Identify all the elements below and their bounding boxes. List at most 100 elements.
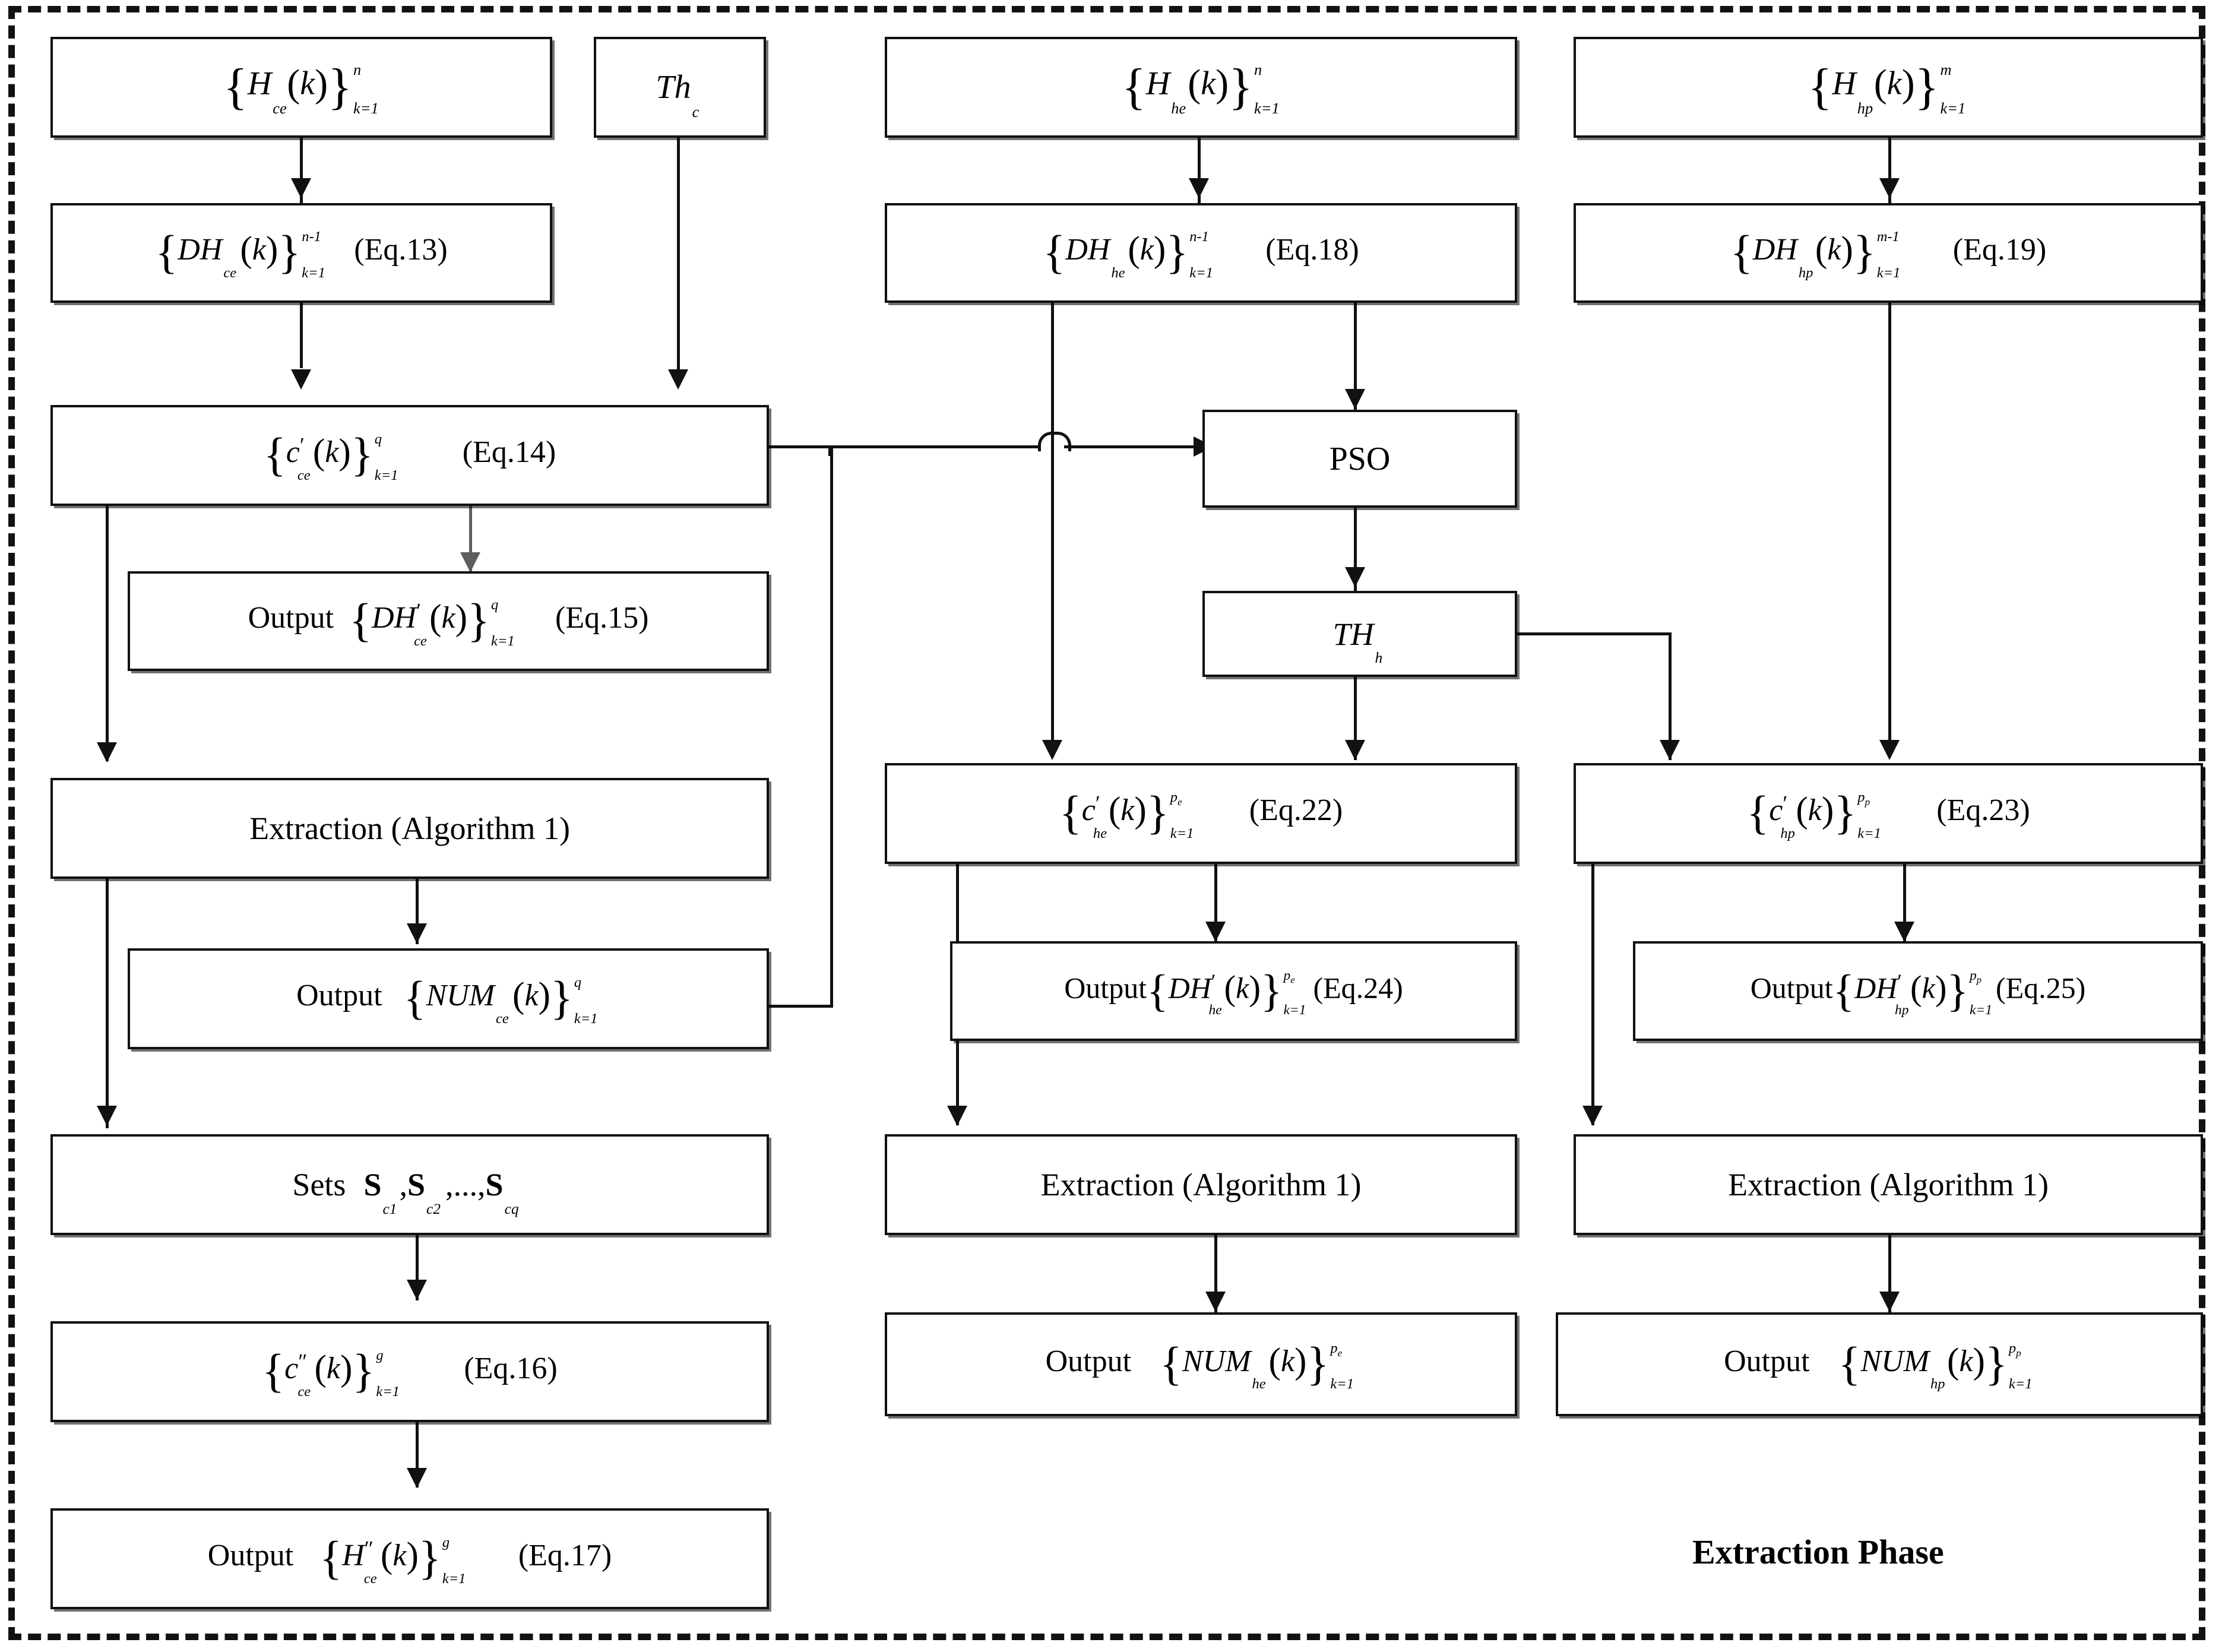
edge-dhhe-to-pso-vertical [1051, 303, 1054, 448]
edge-che-to-outdhhe [1214, 864, 1217, 941]
edge-thh-to-che [1354, 677, 1357, 760]
edge-hhp-to-dhhp [1888, 138, 1891, 203]
edge-dhhe-to-pso-branch [1354, 303, 1357, 410]
edge-to-pso-right-seg [1064, 445, 1201, 448]
arrowhead-c2ce-to-outhce [407, 1468, 427, 1488]
node-pso[interactable]: PSO [1202, 410, 1517, 508]
eq24-ref: (Eq.24) [1313, 971, 1403, 1005]
edge-outnumce-rail-vertical [830, 447, 833, 1008]
node-extraction-2-label: Extraction (Algorithm 1) [1040, 1167, 1362, 1202]
edge-to-pso-left-seg [830, 445, 1039, 448]
eq18-ref: (Eq.18) [1265, 233, 1359, 267]
edge-pso-to-thh [1354, 508, 1357, 591]
output-word-5: Output [1045, 1344, 1132, 1378]
edge-c2ce-to-outhce [416, 1422, 419, 1488]
arrowhead-thc-to-cce [668, 369, 688, 390]
edge-extract2-to-outnumhe [1214, 1235, 1217, 1312]
arrowhead-pso-to-thh [1345, 567, 1365, 587]
edge-dhhe-to-che-long [1051, 448, 1054, 757]
edge-thh-to-chp-horizontal [1514, 632, 1672, 635]
output-word-4: Output [1064, 971, 1147, 1005]
node-extraction-3[interactable]: Extraction (Algorithm 1) [1574, 1134, 2203, 1235]
eq23-ref: (Eq.23) [1936, 793, 2030, 828]
edge-cce-to-outdhce [469, 506, 472, 571]
arrowhead-chp-to-outdhhp [1894, 922, 1914, 942]
edge-hhe-to-dhhe [1198, 138, 1201, 203]
arrowhead-dhhe-to-pso [1345, 389, 1365, 409]
arrowhead-dhhe-to-che [1042, 740, 1062, 760]
edge-cce-to-pso-vertical [828, 445, 831, 456]
arrowhead-hce-to-dhce [291, 178, 311, 198]
output-word-3: Output [207, 1539, 294, 1573]
arrowhead-dhce-to-cce [291, 369, 311, 390]
arrowhead-extract1-to-sets [97, 1106, 117, 1126]
edge-hce-to-dhce [300, 138, 303, 203]
arrowhead-che-to-extract2 [947, 1106, 967, 1126]
output-word-1: Output [248, 601, 334, 635]
edge-thh-to-chp-vertical [1669, 632, 1672, 760]
edge-chp-left-rail [1591, 864, 1594, 1125]
node-extraction-2[interactable]: Extraction (Algorithm 1) [885, 1134, 1517, 1235]
arrowhead-cce-to-outdhce [460, 552, 480, 572]
edge-extract1-left-rail [106, 879, 109, 1128]
node-pso-label: PSO [1329, 440, 1391, 477]
extraction-phase-label: Extraction Phase [1692, 1533, 1944, 1571]
arrowhead-extract1-to-outnumce [407, 923, 427, 944]
arrowhead-extract3-to-outnumhp [1879, 1292, 1900, 1312]
output-word-2: Output [296, 979, 382, 1013]
eq17-ref: (Eq.17) [518, 1539, 612, 1573]
arrowhead-cce-to-extract1 [97, 742, 117, 762]
node-extraction-1[interactable]: Extraction (Algorithm 1) [50, 778, 769, 879]
arrowhead-dhhp-to-chp [1879, 740, 1900, 760]
arrowhead-che-to-outdhhe [1205, 922, 1226, 942]
edge-chp-to-outdhhp [1903, 864, 1906, 941]
edge-extract3-to-outnumhp [1888, 1235, 1891, 1312]
arrowhead-thh-to-che [1345, 740, 1365, 760]
edge-cce-left-rail [106, 506, 109, 761]
edge-extract1-to-outnumce [416, 879, 419, 944]
arrowhead-extract2-to-outnumhe [1205, 1292, 1226, 1312]
edge-sets-to-c2ce [416, 1235, 419, 1300]
edge-dhhp-to-chp-long [1888, 303, 1891, 757]
wire-hop-icon [1038, 432, 1071, 451]
arrowhead-hhe-to-dhhe [1189, 178, 1209, 198]
